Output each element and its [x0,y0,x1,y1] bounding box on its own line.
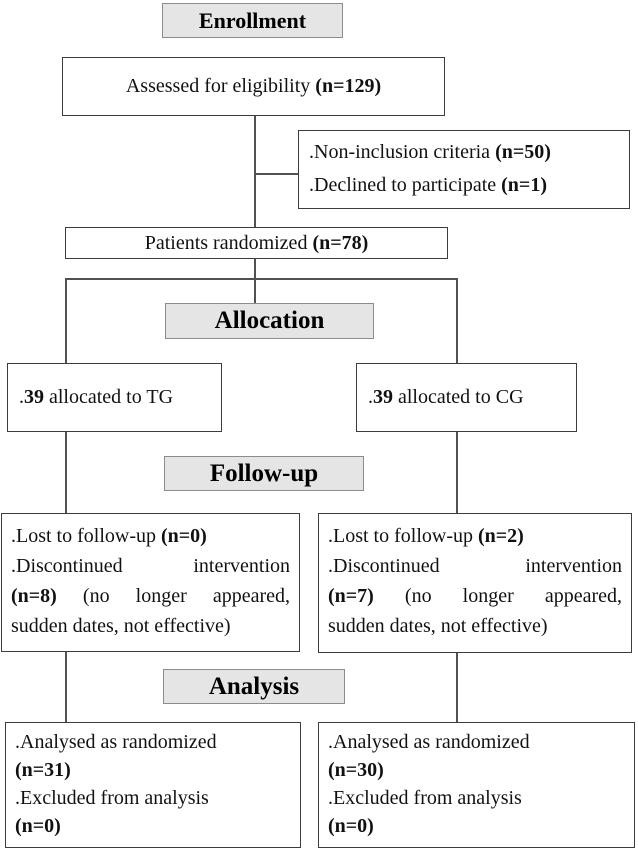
connector-tg-followup [65,432,67,513]
cg-reason-line: sudden dates, not effective) [328,615,548,637]
cg-allocation-box: .39 allocated to CG [356,363,577,432]
exclusion-box: .Non-inclusion criteria (n=50) .Declined… [298,130,630,209]
connector-branch-right [456,278,458,363]
connector-eligibility-randomized [254,116,256,227]
tg-discontinued-n: (n=8) [11,585,57,607]
randomized-box: Patients randomized (n=78) [65,227,448,259]
tg-discontinued-line: .Discontinued intervention [11,555,290,577]
analysis-header-label: Analysis [208,672,300,700]
tg-reason-line: sudden dates, not effective) [11,615,231,637]
connector-randomized-allocation [254,259,256,303]
connector-branch-left [65,278,67,363]
followup-header: Follow-up [164,456,364,491]
cg-followup-box: .Lost to follow-up (n=2) .Discontinued i… [318,513,632,653]
randomized-n: (n=78) [312,231,369,254]
eligibility-box: Assessed for eligibility (n=129) [62,57,445,116]
exclusion-line-2: .Declined to participate (n=1) [309,174,547,196]
tg-excluded-line: .Excluded from analysis [15,787,209,809]
followup-header-label: Follow-up [209,459,319,487]
cg-excluded-line: .Excluded from analysis [328,787,522,809]
connector-tg-analysis [65,652,67,722]
cg-allocation-text: .39 allocated to CG [368,386,524,408]
cg-lost-line: .Lost to follow-up (n=2) [328,525,524,547]
exclusion-line-1: .Non-inclusion criteria (n=50) [309,141,551,163]
enrollment-header-label: Enrollment [198,7,307,33]
tg-allocation-n: 39 [24,386,44,408]
analysis-header: Analysis [163,669,345,704]
cg-discontinued-n: (n=7) [328,585,374,607]
tg-lost-line: .Lost to follow-up (n=0) [11,525,207,547]
tg-excluded-n: (n=0) [15,815,61,837]
allocation-header-label: Allocation [214,307,325,334]
cg-analysed-line: .Analysed as randomized [328,731,530,753]
tg-allocation-text: .39 allocated to TG [19,386,174,408]
connector-cg-followup [456,432,458,513]
tg-analysed-line: .Analysed as randomized [15,731,217,753]
tg-analysed-n: (n=31) [15,759,71,781]
eligibility-n: (n=129) [315,75,382,97]
exclusion-line-1-n: (n=50) [495,141,551,163]
enrollment-header: Enrollment [162,3,343,38]
tg-discontinued-n-line: (n=8) (no longer appeared, [11,585,290,607]
allocation-header: Allocation [165,303,374,339]
randomized-text: Patients randomized (n=78) [144,231,369,254]
connector-branch-bar [65,278,458,280]
tg-allocation-box: .39 allocated to TG [7,363,222,432]
tg-lost-n: (n=0) [161,525,207,547]
cg-allocation-n: 39 [373,386,393,408]
cg-analysed-n: (n=30) [328,759,384,781]
cg-excluded-n: (n=0) [328,815,374,837]
exclusion-line-2-n: (n=1) [501,174,547,196]
connector-exclusion-branch [255,173,299,175]
tg-followup-box: .Lost to follow-up (n=0) .Discontinued i… [1,513,300,652]
cg-analysis-box: .Analysed as randomized (n=30) .Excluded… [318,722,635,848]
connector-cg-analysis [456,653,458,722]
eligibility-text: Assessed for eligibility (n=129) [125,75,382,97]
cg-discontinued-n-line: (n=7) (no longer appeared, [328,585,622,607]
tg-analysis-box: .Analysed as randomized (n=31) .Excluded… [5,722,301,848]
cg-lost-n: (n=2) [478,525,524,547]
cg-discontinued-line: .Discontinued intervention [328,555,622,577]
